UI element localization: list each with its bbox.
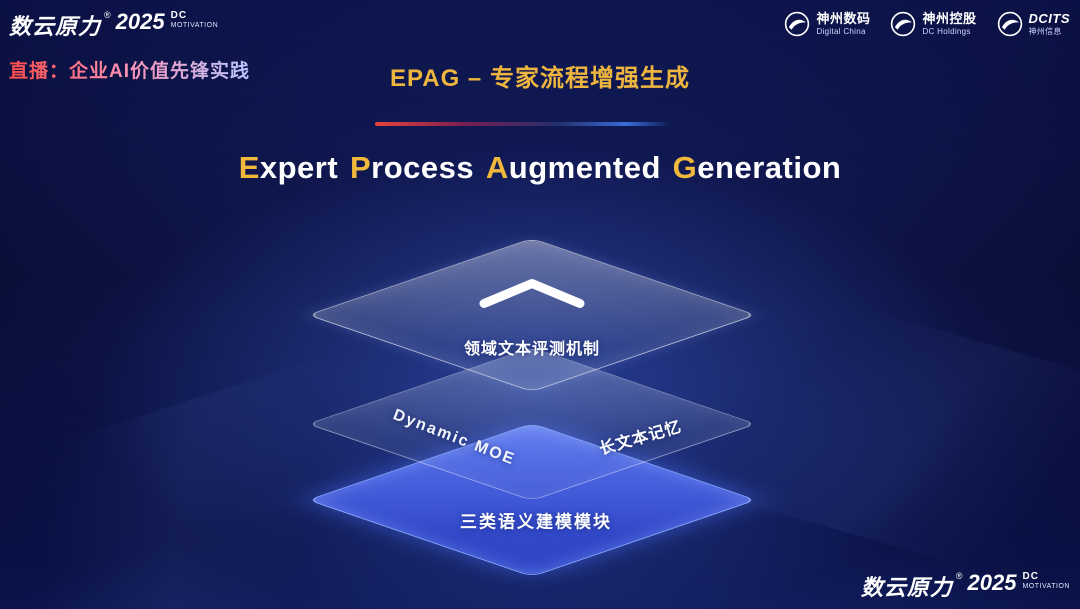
main-heading: Expert Process Augmented Generation [0, 150, 1080, 186]
dc-holdings-swoosh-icon [890, 11, 916, 37]
partner-subtitle: Digital China [816, 26, 866, 36]
brand-registered-mark: ® [955, 571, 963, 581]
heading-word-augmented: Augmented [485, 150, 661, 185]
dc-holdings-text: 神州控股 DC Holdings [922, 10, 977, 36]
partner-logos: 神州数码 Digital China 神州控股 DC Holdings [784, 11, 1070, 37]
brand-year: 2025 [967, 570, 1017, 595]
digital-china-logo: 神州数码 Digital China [784, 11, 870, 37]
partner-name: 神州数码 [816, 10, 871, 26]
brand-name: 数云原力 [9, 14, 102, 39]
partner-name: DCITS [1028, 10, 1070, 26]
dcits-swoosh-icon [997, 11, 1023, 37]
brand-tagline-dc: DC [1022, 571, 1039, 582]
slide-title: EPAG – 专家流程增强生成 [390, 65, 690, 92]
dc-holdings-logo: 神州控股 DC Holdings [890, 11, 976, 37]
partner-subtitle: 神州信息 [1028, 26, 1062, 36]
gradient-divider-line [375, 122, 671, 126]
brand-tagline-dc: DC [170, 10, 188, 21]
heading-word-generation: Generation [672, 150, 842, 185]
partner-subtitle: DC Holdings [922, 26, 971, 36]
brand-logo-bottom: 数云原力 ® 2025 DC MOTIVATION [861, 570, 1070, 602]
digital-china-text: 神州数码 Digital China [816, 10, 871, 36]
live-stream-label: 直播：企业AI价值先锋实践 [9, 56, 250, 83]
brand-tagline: DC MOTIVATION [1022, 571, 1070, 590]
layer-domain-evaluation [307, 238, 757, 392]
brand-logo-top: 数云原力 ® 2025 DC MOTIVATION [9, 9, 218, 41]
dcits-text: DCITS 神州信息 [1028, 10, 1071, 36]
brand-tagline-motivation: MOTIVATION [170, 21, 219, 29]
brand-tagline: DC MOTIVATION [170, 10, 219, 29]
brand-tagline-motivation: MOTIVATION [1022, 582, 1070, 590]
brand-registered-mark: ® [104, 10, 111, 20]
heading-word-expert: Expert [238, 150, 339, 185]
brand-name: 数云原力 [860, 575, 953, 600]
brand-year: 2025 [115, 9, 165, 34]
heading-word-process: Process [349, 150, 475, 185]
dcits-logo: DCITS 神州信息 [997, 11, 1071, 37]
digital-china-swoosh-icon [784, 11, 810, 37]
partner-name: 神州控股 [922, 10, 977, 26]
